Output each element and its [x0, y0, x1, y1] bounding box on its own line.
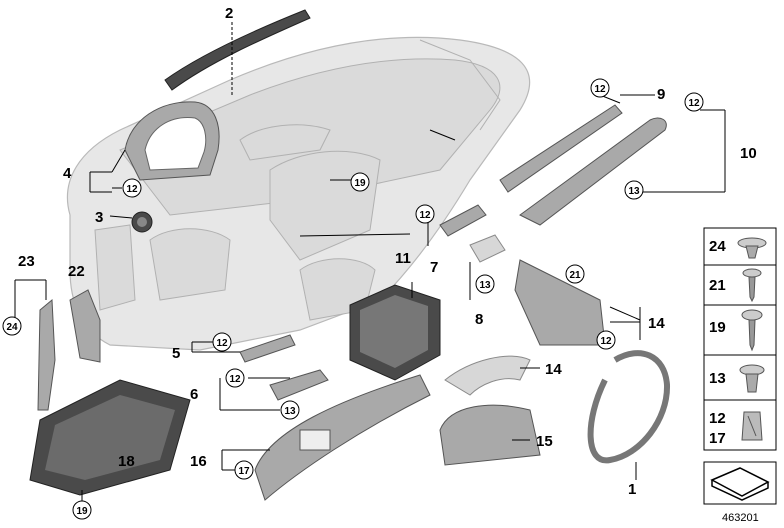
part-2-defroster-strip [164, 9, 311, 91]
svg-text:19: 19 [76, 506, 88, 517]
figure-number: 463201 [722, 512, 759, 524]
part-20-side-panel [514, 259, 606, 346]
circle-12-f: 12 [212, 332, 232, 352]
clip-nut-icon [741, 411, 763, 441]
circle-21: 21 [565, 264, 585, 284]
svg-text:19: 19 [709, 319, 726, 336]
svg-text:13: 13 [709, 370, 726, 387]
svg-text:19: 19 [354, 178, 366, 189]
callout-3: 3 [95, 209, 103, 226]
legend-row-profile [703, 461, 777, 505]
callout-23: 23 [18, 253, 35, 270]
circle-12-a: 12 [122, 178, 142, 198]
callout-7: 7 [430, 259, 438, 276]
circle-19-b: 19 [72, 500, 92, 520]
part-11-center-bracket [349, 284, 441, 381]
screw-icon [741, 309, 763, 352]
callout-8: 8 [475, 311, 483, 328]
circle-24: 24 [2, 316, 22, 336]
svg-text:21: 21 [709, 277, 726, 294]
svg-text:12: 12 [229, 374, 241, 385]
part-4-cluster-hood [124, 101, 220, 181]
fastener-legend: 24 21 19 13 [703, 227, 777, 505]
part-15-steering-column-lower-trim [439, 404, 541, 466]
callout-20: 14 [648, 315, 665, 332]
part-7-trim-piece [439, 204, 487, 237]
svg-text:12: 12 [216, 338, 228, 349]
svg-text:12: 12 [688, 98, 700, 109]
svg-text:24: 24 [6, 322, 18, 333]
expanding-rivet-icon [739, 364, 765, 393]
svg-text:17: 17 [238, 466, 250, 477]
part-16-knee-panel [254, 374, 431, 501]
screw-with-washer-icon [742, 268, 762, 303]
part-5-trim-strip [239, 334, 296, 363]
circle-12-d: 12 [415, 204, 435, 224]
part-6-trim-strip [269, 369, 329, 401]
svg-text:12: 12 [600, 336, 612, 347]
callout-9: 9 [657, 86, 665, 103]
legend-row-21: 21 [709, 268, 762, 303]
callout-16: 16 [190, 453, 207, 470]
callout-14: 14 [545, 361, 562, 378]
callout-1: 1 [628, 481, 636, 498]
circle-19-a: 19 [350, 172, 370, 192]
svg-text:13: 13 [479, 280, 491, 291]
part-23-a-pillar-trim [37, 298, 56, 411]
part-14-steering-column-trim [444, 355, 531, 396]
callout-10: 10 [740, 145, 757, 162]
legend-row-13: 13 [709, 364, 765, 393]
legend-row-24: 24 [709, 237, 767, 259]
callout-18: 18 [118, 453, 135, 470]
part-8-cover [469, 234, 506, 263]
legend-row-19: 19 [709, 309, 763, 352]
callout-15: 15 [536, 433, 553, 450]
svg-text:12: 12 [419, 210, 431, 221]
push-rivet-icon [737, 237, 767, 259]
svg-text:21: 21 [569, 270, 581, 281]
svg-text:17: 17 [709, 430, 726, 447]
part-1-trim-ring [587, 350, 671, 464]
circle-12-b: 12 [590, 78, 610, 98]
callout-22: 22 [68, 263, 85, 280]
part-3-light-switch [131, 211, 153, 233]
callout-5: 5 [172, 345, 180, 362]
circle-13-a: 13 [624, 180, 644, 200]
svg-text:12: 12 [709, 410, 726, 427]
svg-text:13: 13 [284, 406, 296, 417]
part-18-mounting-plate [29, 379, 191, 496]
circle-12-c: 12 [684, 92, 704, 112]
svg-text:12: 12 [126, 184, 138, 195]
circle-12-g: 12 [225, 368, 245, 388]
legend-row-12-17: 12 17 [709, 410, 763, 447]
part-22-side-cover [69, 289, 101, 363]
circle-13-c: 13 [280, 400, 300, 420]
part-9-trim-strip [499, 104, 623, 193]
circle-17: 17 [234, 460, 254, 480]
circled-fastener-references: 12 12 12 12 12 12 12 13 13 13 19 19 21 2… [2, 78, 704, 520]
circle-13-b: 13 [475, 274, 495, 294]
part-10-trim-strip [519, 117, 667, 226]
circle-12-e: 12 [596, 330, 616, 350]
callout-11: 11 [395, 250, 411, 267]
callout-numbers: 2 4 3 9 10 7 8 11 14 5 6 14 15 16 18 1 2… [18, 5, 757, 498]
callout-6: 6 [190, 386, 198, 403]
svg-text:13: 13 [628, 186, 640, 197]
callout-2: 2 [225, 5, 233, 22]
svg-text:24: 24 [709, 238, 726, 255]
svg-text:12: 12 [594, 84, 606, 95]
bracket-profile-icon [710, 467, 770, 501]
callout-4: 4 [63, 165, 72, 182]
